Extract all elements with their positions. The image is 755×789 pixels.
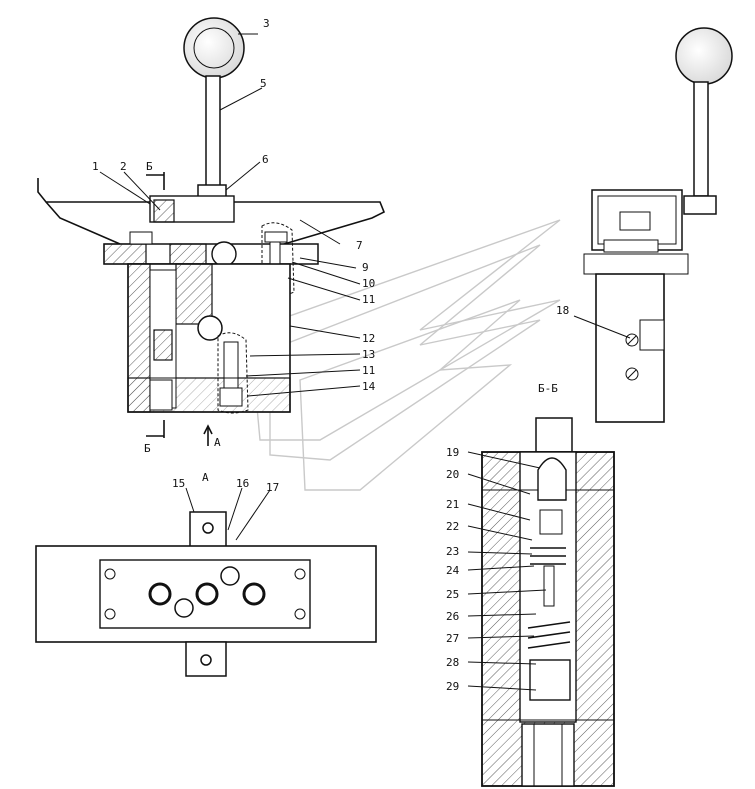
watermark-logo [249,219,561,491]
label-25: 25 [446,588,459,601]
label-11a: 11 [362,293,375,306]
view-a [35,487,377,677]
label-26: 26 [446,610,459,623]
section-b-bottom: Б [144,442,151,455]
label-18: 18 [556,304,569,317]
label-15: 15 [172,477,185,490]
main-section-view [37,17,386,446]
label-5: 5 [260,77,267,90]
label-27: 27 [446,632,459,645]
label-6: 6 [262,153,269,166]
section-bb-title: Б-Б [538,382,558,395]
label-28: 28 [446,656,459,669]
section-markers: Б Б А А Б-Б [144,160,558,484]
label-1: 1 [92,160,99,173]
callout-labels: 1 2 3 5 6 7 9 10 11 12 13 11 14 15 16 17… [92,17,569,693]
label-17: 17 [266,481,279,494]
label-20: 20 [446,468,459,481]
label-22: 22 [446,520,459,533]
label-19: 19 [446,446,459,459]
leader-lines-main [99,33,361,397]
label-16: 16 [236,477,249,490]
knob-ball [183,17,245,79]
label-9: 9 [362,261,369,274]
label-11b: 11 [362,364,375,377]
label-3: 3 [263,17,270,30]
label-21: 21 [446,498,459,511]
label-13: 13 [362,348,375,361]
label-29: 29 [446,680,459,693]
lever-rod [205,75,221,187]
section-a-arrow: А [214,436,221,449]
label-14: 14 [362,380,376,393]
label-10: 10 [362,277,375,290]
view-a-title: А [202,471,209,484]
side-view [573,27,733,423]
section-bb-view [467,417,615,787]
section-b-top: Б [146,160,153,173]
label-12: 12 [362,332,375,345]
label-7: 7 [356,239,363,252]
label-2: 2 [120,160,127,173]
label-24: 24 [446,564,460,577]
label-23: 23 [446,545,459,558]
